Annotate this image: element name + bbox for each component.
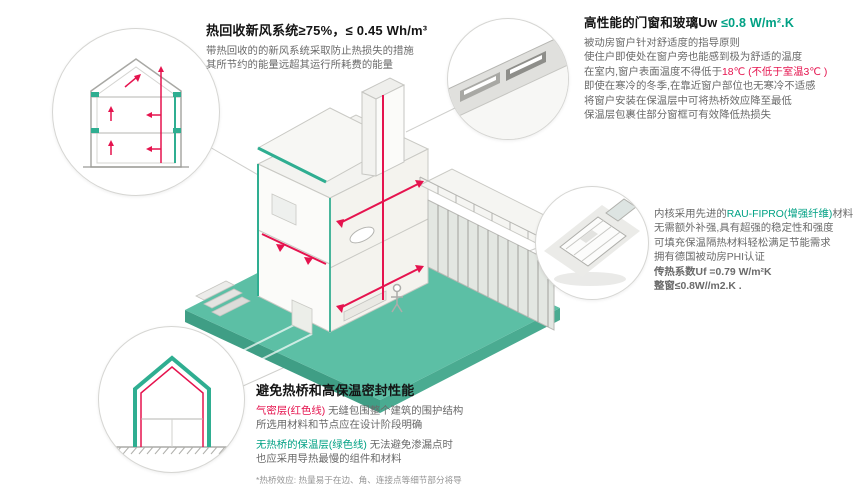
profile-line-4: 拥有德国被动房PHI认证 (654, 252, 765, 264)
person-figure (391, 283, 403, 313)
airtight-layer-label: 气密层(红色线) (256, 406, 326, 417)
hrv-house-section-illustration (83, 58, 189, 168)
thermal-p1-line-2: 所选用材料和节点应在设计阶段明确 (256, 420, 423, 432)
profile-line-1-prefix: 内核采用先进的 (654, 209, 727, 220)
profile-uf-value: 传热系数Uf =0.79 W/m²K (654, 266, 772, 278)
airflow-arrows (108, 66, 164, 163)
thermal-house-circle (98, 326, 245, 473)
windows-title-text: 高性能的门窗和玻璃Uw (584, 16, 722, 30)
thermal-p2-rest: 无法避免渗漏点时 (366, 439, 453, 451)
window-corner-circle (447, 18, 569, 140)
entry-steps (195, 280, 251, 317)
windows-line-5: 将窗户安装在保温层中可将热桥效应降至最低 (584, 95, 792, 107)
ventilation-ducts (261, 95, 424, 313)
window-profile-illustration (544, 198, 640, 286)
hrv-detail-circle (52, 28, 220, 196)
profile-line-1-suffix: 材料 (832, 209, 854, 220)
profile-line-1: 内核采用先进的RAU-FIPRO(增强纤维)材料 (654, 208, 865, 222)
windows-line-2: 使住户即使处在窗户旁也能感到极为舒适的温度 (584, 52, 803, 64)
window-corner-illustration (448, 32, 568, 139)
windows-line-6: 保温层包裹住部分窗框可有效降低热损失 (584, 110, 772, 122)
ground-hatch (114, 446, 226, 455)
windows-title-value: ≤0.8 W/m².K (721, 16, 795, 30)
thermal-title: 避免热桥和高保温密封性能 (256, 383, 415, 398)
bathtub (349, 226, 375, 244)
duct-arrows (276, 180, 424, 313)
insulation-layer-label: 无热桥的保温层(绿色线) (256, 439, 367, 451)
windows-title: 高性能的门窗和玻璃Uw ≤0.8 W/m².K (584, 12, 860, 31)
hrv-body-line-2: 其所节约的能量远超其运行所耗费的能量 (206, 60, 394, 72)
thermal-p1-line-1: 气密层(红色线) 无缝包围整个建筑的围护结构 (256, 405, 596, 419)
thermal-house-illustration (114, 355, 229, 455)
door-opening (291, 299, 313, 335)
windows-line-1: 被动房窗户针对舒适度的指导原则 (584, 38, 740, 49)
profile-line-1-material: RAU-FIPRO(增强纤维) (726, 209, 833, 220)
profile-uw-value: 整窗≤0.8W//m2.K . (654, 281, 742, 293)
windows-line-3-red-value: 18℃ (不低于室温3℃ ) (721, 66, 828, 78)
thermal-p1-rest: 无缝包围整个建筑的围护结构 (325, 406, 464, 417)
roof-insulation-edge (257, 146, 327, 184)
kitchen-counter (343, 290, 387, 322)
glass-mullions (437, 205, 549, 327)
thermal-footnote: *热桥效应: 热量易于在边、角、连接点等细节部分将导 (256, 474, 462, 485)
windows-line-3: 在室内,窗户表面温度不得低于18℃ (不低于室温3℃ ) (584, 66, 860, 80)
profile-line-3: 可填充保温隔热材料轻松满足节能需求 (654, 237, 831, 249)
hrv-body-line-1: 带热回收的的新风系统采取防止热损失的措施 (206, 46, 414, 57)
thermal-section: 避免热桥和高保温密封性能 气密层(红色线) 无缝包围整个建筑的围护结构 所选用材… (256, 380, 596, 486)
insulation-markers (91, 92, 181, 133)
profile-section: 内核采用先进的RAU-FIPRO(增强纤维)材料 无需额外补强,具有超强的稳定性… (654, 208, 865, 294)
insulation-layer-green-line (133, 355, 211, 447)
hrv-section: 热回收新风系统≥75%，≤ 0.45 Wh/m³ 带热回收的的新风系统采取防止热… (206, 20, 486, 74)
thermal-p2-line-2: 也应采用导热最慢的组件和材料 (256, 454, 402, 466)
window-profile-circle (535, 186, 649, 300)
window-opening (271, 193, 297, 226)
windows-line-4: 即使在寒冷的冬季,在靠近窗户部位也无寒冷不适感 (584, 81, 816, 93)
airtight-layer-red-line (140, 366, 204, 447)
thermal-p2-line-1: 无热桥的保温层(绿色线) 无法避免渗漏点时 (256, 439, 596, 453)
profile-line-2: 无需额外补强,具有超强的稳定性和强度 (654, 223, 834, 235)
windows-line-3-prefix: 在室内,窗户表面温度不得低于 (584, 66, 722, 78)
windows-section: 高性能的门窗和玻璃Uw ≤0.8 W/m².K 被动房窗户针对舒适度的指导原则 … (584, 12, 860, 123)
hrv-title: 热回收新风系统≥75%，≤ 0.45 Wh/m³ (206, 23, 428, 38)
